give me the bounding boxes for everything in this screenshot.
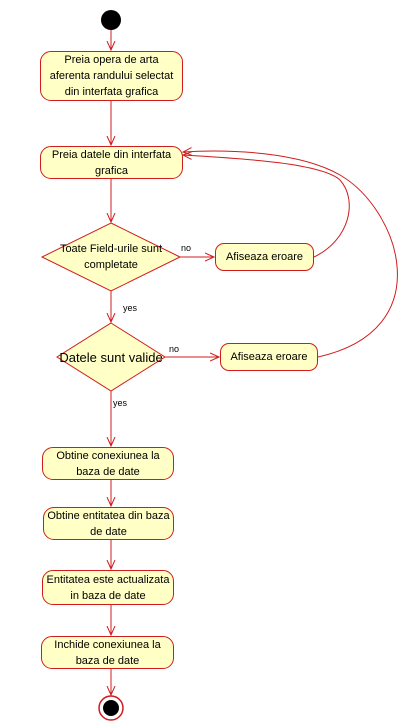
activity-get-gui-data: Preia datele din interfata grafica — [40, 146, 183, 179]
flow-err2-to-a2 — [183, 151, 398, 358]
activity-show-error-1: Afiseaza eroare — [215, 243, 314, 271]
activity-close-db-connection: Inchide conexiunea la baza de date — [41, 636, 174, 669]
decision-data-valid-label: Datele sunt valide — [59, 349, 163, 365]
guard-no-2: no — [169, 344, 180, 354]
final-node-dot — [103, 700, 119, 716]
guard-yes-1: yes — [123, 303, 138, 313]
activity-update-entity: Entitatea este actualizata in baza de da… — [42, 570, 174, 605]
initial-node — [101, 10, 121, 30]
activity-get-artwork: Preia opera de arta aferenta randului se… — [40, 51, 183, 101]
guard-yes-2: yes — [113, 398, 128, 408]
decision-fields-completed-label: Toate Field-urile sunt completate — [59, 243, 163, 271]
activity-get-entity: Obtine entitatea din baza de date — [43, 507, 174, 540]
activity-get-db-connection: Obtine conexiunea la baza de date — [42, 447, 174, 480]
activity-show-error-2: Afiseaza eroare — [220, 343, 318, 371]
guard-no-1: no — [181, 243, 192, 253]
flow-err1-to-a2 — [183, 155, 350, 258]
